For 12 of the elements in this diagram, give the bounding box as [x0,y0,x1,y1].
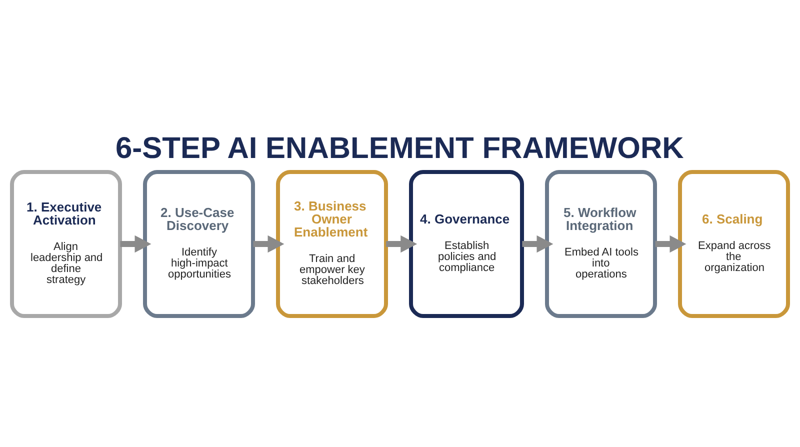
arrow [522,235,554,253]
arrow [120,235,152,253]
arrow [386,235,418,253]
node-box: 6. Scaling Expand across the organization [678,170,790,318]
arrow [253,235,284,253]
node-box: 5. Workflow Integration Embed AI tools into operations [545,170,657,318]
diagram-title: 6-STEP AI ENABLEMENT FRAMEWORK [116,132,684,165]
node-box: 4. Governance Establish policies and compliance [409,170,524,318]
arrow [655,235,686,253]
node-box: 1. Executive Activation Align leadership and define strategy [10,170,122,318]
node-box: 3. Business Owner Enablement Train and empower key stakeholders [276,170,388,318]
node-box: 2. Use-Case Discovery Identify high-impact opportunities [143,170,255,318]
